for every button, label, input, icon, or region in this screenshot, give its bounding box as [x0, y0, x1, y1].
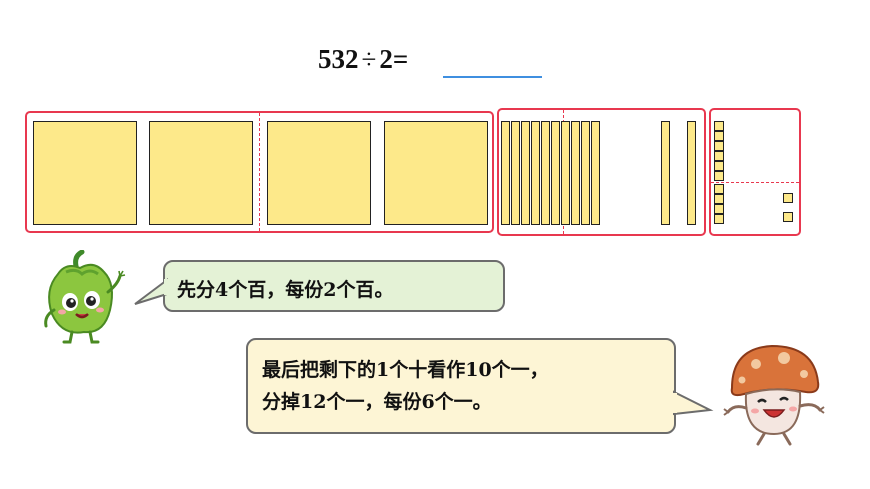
hundred-block — [149, 121, 253, 225]
tens-group — [497, 108, 706, 236]
speech-bubble-second: 最后把剩下的1个十看作10个一， 分掉12个一，每份6个一。 — [246, 338, 714, 434]
equals-sign: = — [392, 44, 409, 74]
one-cube — [714, 151, 724, 161]
hundred-block — [267, 121, 371, 225]
ten-rod — [687, 121, 696, 225]
one-cube — [714, 194, 724, 204]
one-cube — [714, 171, 724, 181]
one-cube — [714, 161, 724, 171]
equation: 532 ÷ 2 = — [318, 44, 408, 75]
ten-rod-split — [511, 121, 520, 225]
bubble-line-1: 最后把剩下的1个十看作10个一， — [262, 359, 549, 381]
answer-blank[interactable] — [443, 76, 542, 78]
ones-group — [709, 108, 801, 236]
one-cube — [714, 214, 724, 224]
one-cube — [714, 141, 724, 151]
bubble-tail — [671, 390, 714, 416]
ten-rod-split — [571, 121, 580, 225]
hundred-block — [33, 121, 137, 225]
division-sign: ÷ — [361, 44, 377, 74]
one-cube — [714, 121, 724, 131]
ten-rod-split — [531, 121, 540, 225]
one-cube-loose — [783, 212, 793, 222]
hundreds-group — [25, 111, 494, 233]
mushroom-character — [723, 344, 825, 446]
dividend: 532 — [318, 44, 359, 74]
ten-rod-split — [581, 121, 590, 225]
ones-divider — [711, 182, 799, 183]
bubble-line-2: 分掉12个一，每份6个一。 — [262, 391, 492, 413]
one-cube — [714, 204, 724, 214]
one-cube — [714, 184, 724, 194]
bubble-tail — [134, 278, 170, 305]
ten-rod-split — [551, 121, 560, 225]
ten-rod-split — [561, 121, 570, 225]
ten-rod-split — [541, 121, 550, 225]
divisor: 2 — [379, 44, 393, 74]
speech-bubble-first: 先分4个百，每份2个百。 — [134, 260, 505, 312]
pepper-character — [44, 250, 126, 344]
ten-rod-split — [521, 121, 530, 225]
ten-rod-split — [501, 121, 510, 225]
ten-rod-split — [591, 121, 600, 225]
one-cube-loose — [783, 193, 793, 203]
bubble-text: 先分4个百，每份2个百。 — [177, 279, 394, 301]
hundreds-divider — [259, 113, 260, 231]
ten-rod — [661, 121, 670, 225]
hundred-block — [384, 121, 488, 225]
one-cube — [714, 131, 724, 141]
